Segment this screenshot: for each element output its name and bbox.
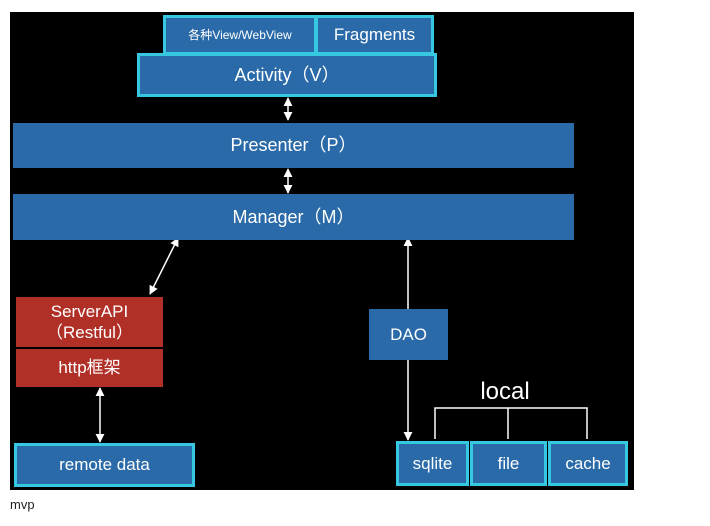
manager-box: Manager（M）: [13, 194, 574, 240]
activity-label: Activity（V）: [234, 64, 340, 85]
figure-caption: mvp: [10, 497, 35, 512]
serverapi-label: ServerAPI: [50, 301, 129, 321]
cache-label: cache: [565, 453, 611, 473]
cache-box: cache: [548, 441, 628, 486]
local-label: local: [480, 378, 530, 405]
local-bracket: [434, 407, 588, 439]
sqlite-box: sqlite: [396, 441, 469, 486]
file-box: file: [470, 441, 547, 486]
serverapi-box: ServerAPI （Restful）: [16, 297, 163, 347]
presenter-box: Presenter（P）: [13, 123, 574, 168]
restful-label: （Restful）: [46, 323, 133, 342]
presenter-label: Presenter（P）: [230, 135, 357, 156]
remote-data-label: remote data: [59, 455, 150, 475]
webview-box: 各种View/WebView: [163, 15, 317, 55]
activity-box: Activity（V）: [137, 53, 437, 97]
dao-box: DAO: [369, 309, 448, 360]
sqlite-label: sqlite: [412, 453, 453, 473]
arrow-manager-serverapi: [149, 237, 179, 295]
webview-label: 各种View/WebView: [188, 27, 292, 42]
http-framework-box: http框架: [16, 349, 163, 387]
file-label: file: [497, 453, 520, 473]
http-framework-label: http框架: [58, 358, 121, 378]
fragments-label: Fragments: [333, 25, 416, 45]
remote-data-box: remote data: [14, 443, 195, 487]
dao-label: DAO: [390, 324, 427, 344]
mvp-diagram: 各种View/WebView Fragments Activity（V） Pre…: [10, 12, 634, 490]
manager-label: Manager（M）: [232, 206, 355, 227]
fragments-box: Fragments: [315, 15, 434, 55]
